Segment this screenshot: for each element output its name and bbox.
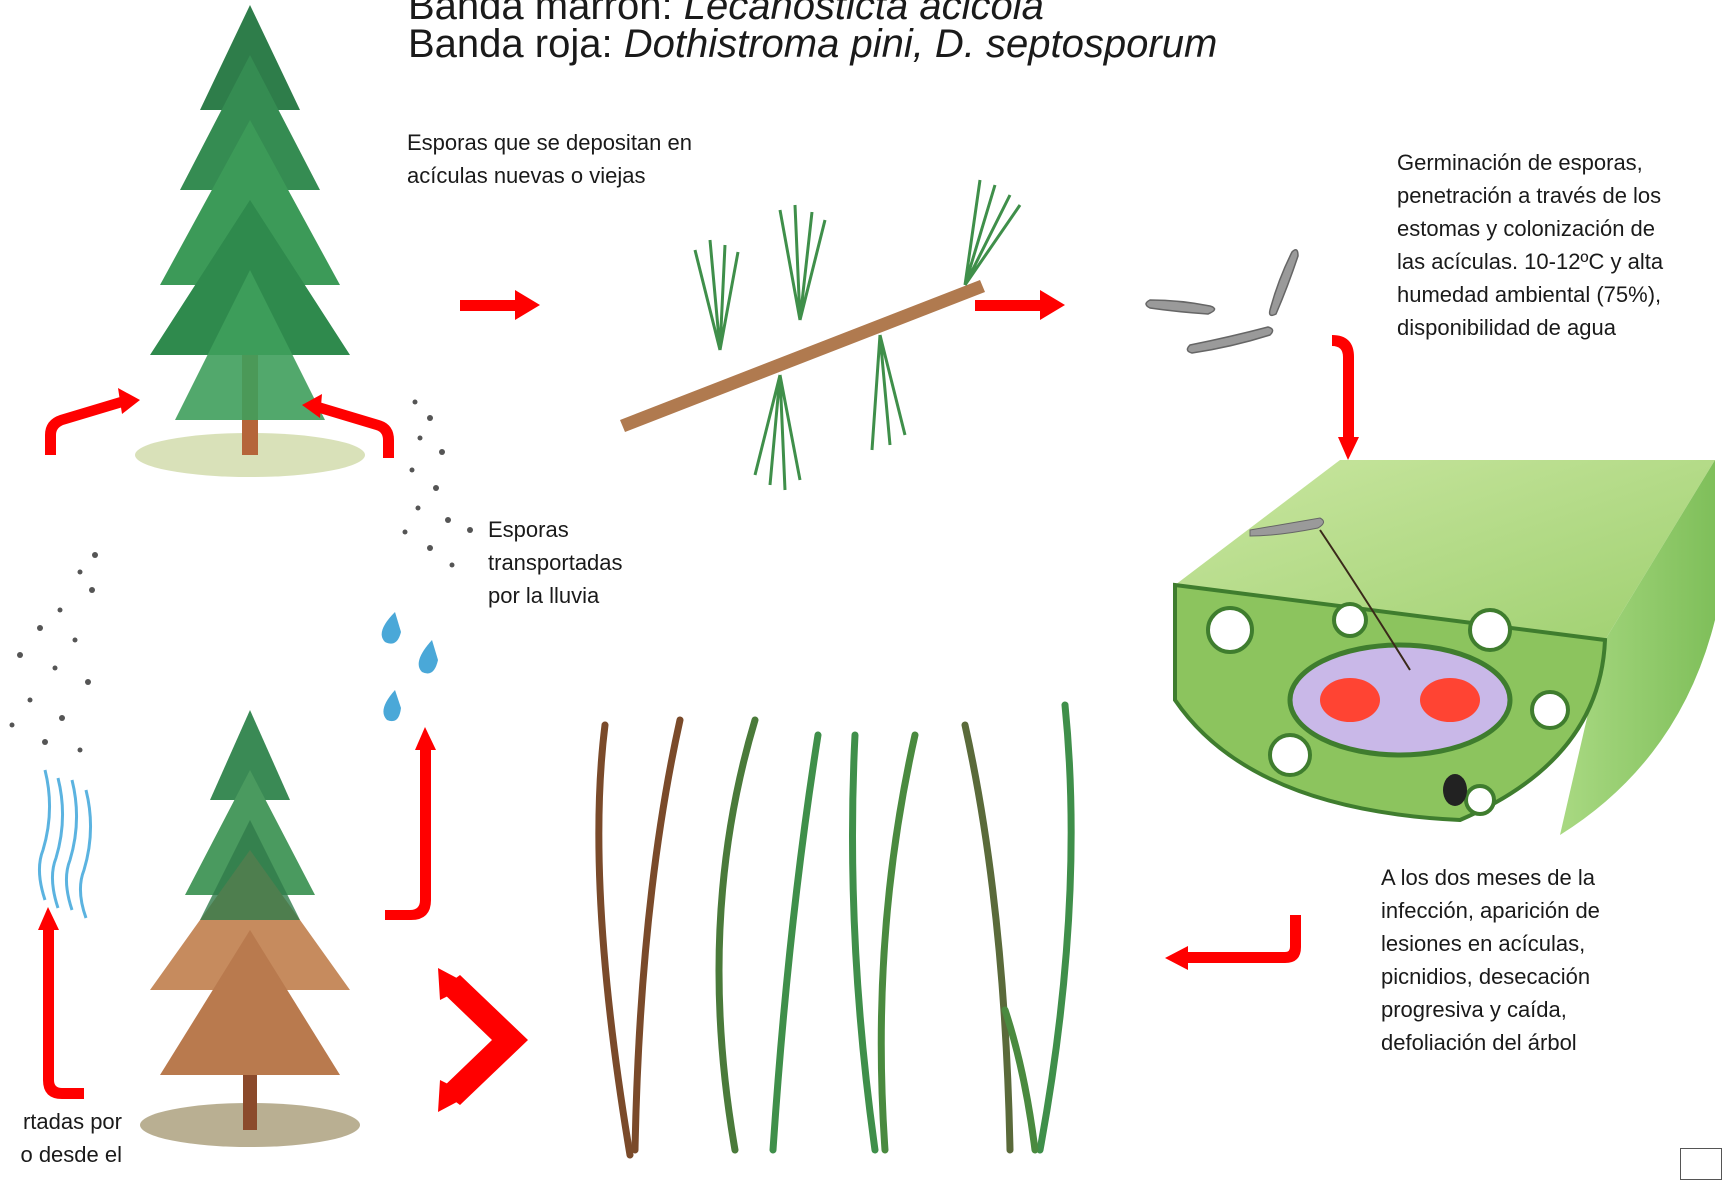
caption-germination-line: penetración a través de los	[1397, 179, 1663, 212]
arrow-right-1-icon	[460, 290, 540, 320]
caption-lesions-line: picnidios, desecación	[1381, 960, 1600, 993]
infected-needles-icon	[599, 705, 1071, 1155]
caption-rain: Esporas transportadas por la lluvia	[488, 513, 623, 612]
airborne-spores-right	[403, 400, 474, 568]
arrow-chevron-icon	[438, 968, 528, 1112]
caption-germination-line: humedad ambiental (75%),	[1397, 278, 1663, 311]
caption-germination-line: disponibilidad de agua	[1397, 311, 1663, 344]
arrow-left-icon	[1165, 915, 1301, 970]
corner-frame	[1680, 1148, 1722, 1180]
raindrops-icon	[382, 612, 438, 721]
caption-wind: rtadas por o desde el	[0, 1105, 122, 1171]
caption-rain-line: por la lluvia	[488, 579, 623, 612]
caption-deposit: Esporas que se depositan en acículas nue…	[407, 126, 692, 192]
arrow-up-left-icon	[38, 907, 84, 1099]
caption-deposit-line: acículas nuevas o viejas	[407, 159, 692, 192]
wind-lines-icon	[39, 770, 90, 918]
germinating-spores-icon	[1146, 250, 1298, 353]
caption-lesions-line: infección, aparición de	[1381, 894, 1600, 927]
caption-germination-line: las acículas. 10-12ºC y alta	[1397, 245, 1663, 278]
caption-rain-line: Esporas	[488, 513, 623, 546]
caption-lesions-line: progresiva y caída,	[1381, 993, 1600, 1026]
caption-germination: Germinación de esporas, penetración a tr…	[1397, 146, 1663, 344]
arrow-right-2-icon	[975, 290, 1065, 320]
airborne-spores-left	[10, 552, 99, 753]
arrow-up-right-icon	[385, 727, 436, 920]
needle-cross-section-icon	[1175, 460, 1715, 835]
caption-lesions-line: lesiones en acículas,	[1381, 927, 1600, 960]
caption-lesions-line: defoliación del árbol	[1381, 1026, 1600, 1059]
caption-rain-line: transportadas	[488, 546, 623, 579]
caption-germination-line: estomas y colonización de	[1397, 212, 1663, 245]
infected-pine-tree-icon	[140, 710, 360, 1147]
arrow-tree-left-icon	[45, 388, 140, 455]
caption-lesions: A los dos meses de la infección, aparici…	[1381, 861, 1600, 1059]
arrow-down-icon	[1332, 335, 1359, 460]
caption-germination-line: Germinación de esporas,	[1397, 146, 1663, 179]
caption-wind-line: o desde el	[0, 1138, 122, 1171]
pine-branch-icon	[620, 180, 1020, 490]
caption-lesions-line: A los dos meses de la	[1381, 861, 1600, 894]
caption-wind-line: rtadas por	[0, 1105, 122, 1138]
caption-deposit-line: Esporas que se depositan en	[407, 126, 692, 159]
